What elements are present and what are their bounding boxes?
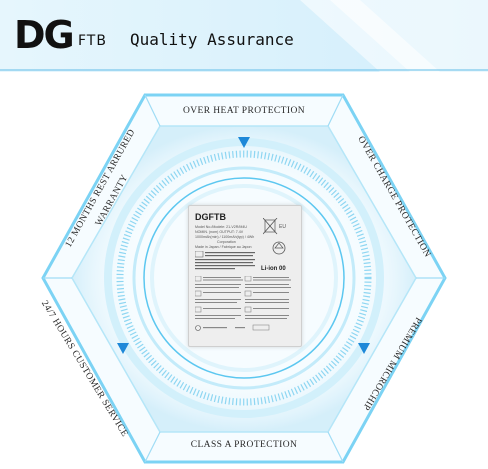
ring-core <box>150 184 338 372</box>
triangle-marker-left <box>117 343 129 354</box>
battery-product-image: DGFTB Model No./Modele: 21-V2R/M4U NOMIN… <box>188 205 302 347</box>
battery-fine-print <box>195 276 291 331</box>
svg-text:EU: EU <box>279 224 286 230</box>
battery-spec-line: Made in Japan / Fabrique au Japon <box>195 245 252 249</box>
battery-spec-line: Model No./Modele: 21-V2R/M4U <box>195 225 247 229</box>
logo-dg: DG <box>14 13 75 57</box>
header-background <box>0 0 488 72</box>
battery-spec-line: NOMIN. (nom) OUTPUT: 7.4V <box>195 230 244 234</box>
page-title: Quality Assurance <box>130 30 294 49</box>
triangle-marker-top <box>238 137 250 148</box>
header-banner: DG FTB Quality Assurance <box>0 0 488 72</box>
logo-ftb: FTB <box>78 33 107 49</box>
ring-dash <box>116 150 372 406</box>
ring-inner <box>143 177 345 379</box>
battery-japanese-warning <box>195 251 255 270</box>
label-over-heat-protection: OVER HEAT PROTECTION <box>183 106 305 116</box>
battery-recycle-icons: EU <box>263 218 286 255</box>
ring-mid <box>132 166 356 390</box>
triangle-marker-right <box>358 343 370 354</box>
battery-chemistry-label: Li-ion 00 <box>261 266 286 272</box>
vertex-connectors <box>43 94 445 463</box>
battery-spec-line: 1000mAh(min) / 1100mAh(typ) / 4Wh <box>195 235 255 239</box>
label-class-a-protection: CLASS A PROTECTION <box>191 440 298 450</box>
battery-spec-line: Corporation <box>217 240 236 244</box>
battery-brand: DGFTB <box>195 212 226 222</box>
